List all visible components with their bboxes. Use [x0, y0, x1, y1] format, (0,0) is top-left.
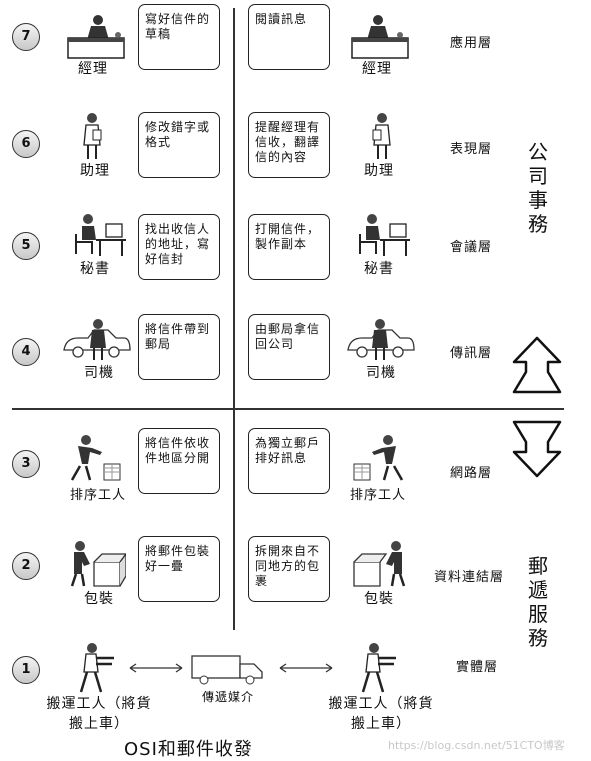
role-left-1: 搬運工人（將貨搬上車）	[46, 696, 152, 732]
manager-desk-icon-right	[351, 15, 409, 59]
receiver-box-6: 提醒經理有信收，翻譯信的內容	[248, 112, 330, 178]
role-right-2: 包裝	[364, 591, 394, 607]
layer-name-4: 傳訊層	[450, 346, 493, 361]
postal-service-label: 郵遞服務	[528, 554, 548, 650]
sender-box-2: 將郵件包裝好一疊	[138, 536, 220, 602]
porter-icon-right	[361, 643, 396, 693]
packing-box-icon-right	[353, 541, 406, 587]
layer-name-3: 網路層	[450, 466, 493, 481]
role-right-7: 經理	[362, 61, 392, 77]
sender-box-7: 寫好信件的草稿	[138, 4, 220, 70]
role-right-6: 助理	[364, 163, 394, 179]
sender-box-5: 找出收信人的地址，寫好信封	[138, 214, 220, 280]
packing-box-icon	[70, 541, 126, 587]
receiver-box-2: 拆開來自不同地方的包裹	[248, 536, 330, 602]
vertical-divider	[233, 8, 235, 630]
horizontal-divider	[12, 408, 564, 410]
watermark: https://blog.csdn.net/51CTO博客	[388, 739, 565, 752]
truck-icon	[191, 655, 263, 685]
layer-number-7: 7	[12, 23, 40, 51]
arrow-left-right-icon	[129, 663, 183, 673]
layer-number-2: 2	[12, 552, 40, 580]
company-affairs-label: 公司事務	[528, 140, 548, 236]
assistant-icon	[83, 113, 102, 159]
manager-desk-icon	[67, 15, 125, 59]
layer-number-1: 1	[12, 656, 40, 684]
role-right-1: 搬運工人（將貨搬上車）	[328, 696, 434, 732]
role-left-7: 經理	[78, 61, 108, 77]
layer-name-2: 資料連結層	[434, 570, 505, 585]
layer-number-5: 5	[12, 232, 40, 260]
role-right-3: 排序工人	[350, 488, 407, 503]
role-left-2: 包裝	[84, 591, 114, 607]
porter-icon	[79, 643, 114, 693]
layer-name-6: 表現層	[450, 142, 493, 157]
receiver-box-4: 由郵局拿信回公司	[248, 314, 330, 380]
role-left-6: 助理	[80, 163, 110, 179]
assistant-icon-right	[372, 113, 391, 159]
layer-name-1: 實體層	[456, 660, 499, 675]
receiver-box-5: 打開信件，製作副本	[248, 214, 330, 280]
secretary-computer-icon-right	[359, 214, 410, 256]
layer-number-6: 6	[12, 130, 40, 158]
sender-box-6: 修改錯字或格式	[138, 112, 220, 178]
layer-number-3: 3	[12, 450, 40, 478]
sender-box-4: 將信件帶到郵局	[138, 314, 220, 380]
role-left-3: 排序工人	[70, 488, 127, 503]
sender-box-3: 將信件依收件地區分開	[138, 428, 220, 494]
receiver-box-7: 閱讀訊息	[248, 4, 330, 70]
role-left-4: 司機	[84, 365, 114, 381]
up-arrow-icon	[512, 336, 562, 394]
sorting-worker-icon	[70, 435, 121, 481]
role-right-5: 秘書	[364, 261, 394, 277]
layer-number-4: 4	[12, 338, 40, 366]
medium-label: 傳遞媒介	[202, 690, 255, 704]
diagram-caption: OSI和郵件收發	[124, 739, 253, 760]
driver-car-icon-right	[347, 319, 415, 360]
receiver-box-3: 為獨立郵戶排好訊息	[248, 428, 330, 494]
down-arrow-icon	[512, 420, 562, 478]
layer-name-7: 應用層	[450, 36, 493, 51]
role-left-5: 秘書	[80, 261, 110, 277]
role-right-4: 司機	[366, 365, 396, 381]
layer-name-5: 會議層	[450, 240, 493, 255]
driver-car-icon	[63, 319, 131, 360]
sorting-worker-icon-right	[353, 435, 404, 481]
arrow-left-right-icon-2	[279, 663, 333, 673]
secretary-computer-icon	[75, 214, 126, 256]
